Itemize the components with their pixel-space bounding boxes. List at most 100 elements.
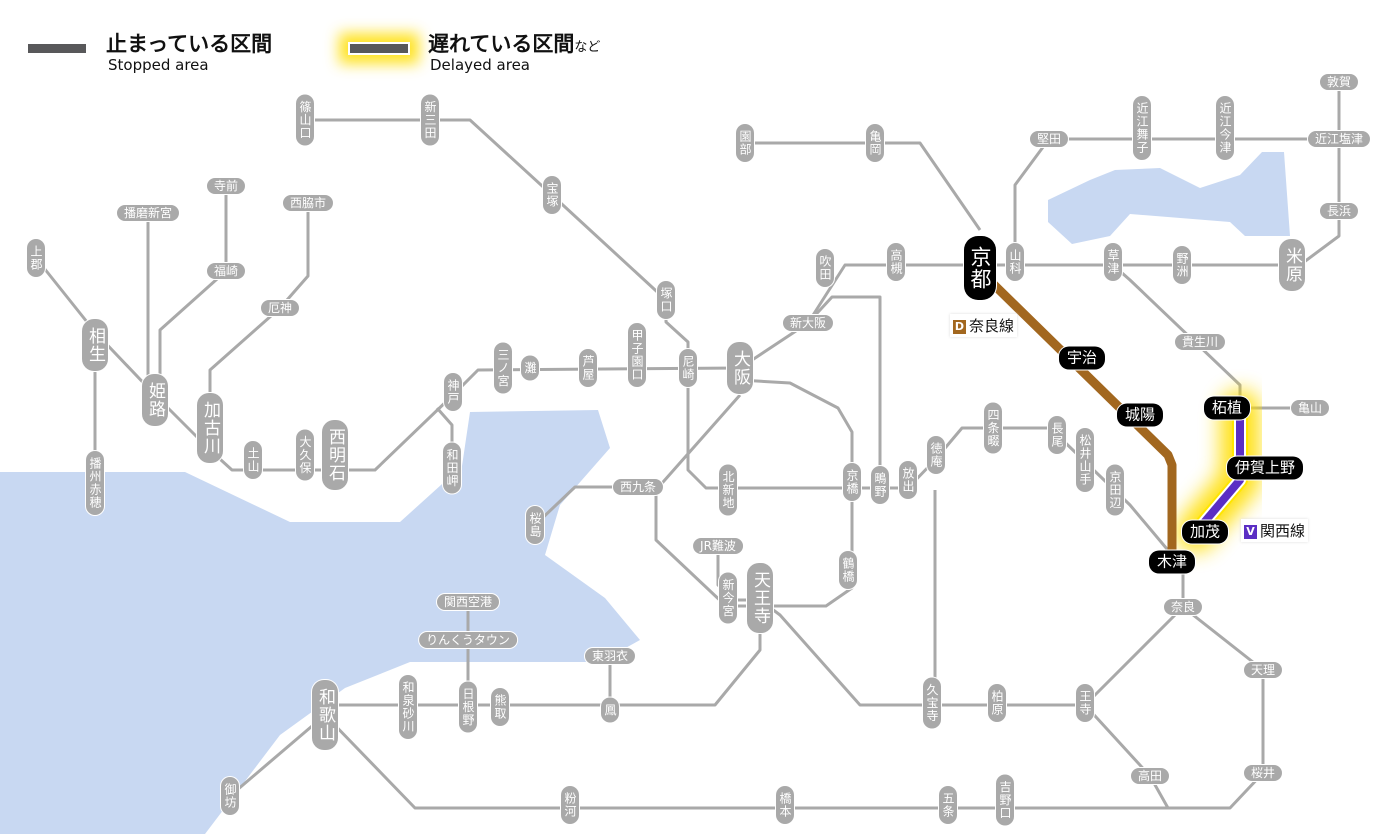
stopped-label-jp: 止まっている区間 xyxy=(106,32,273,56)
station-31[interactable]: 山科 xyxy=(1006,243,1024,281)
station-54[interactable]: JR難波 xyxy=(693,538,743,554)
station-39[interactable]: 草津 xyxy=(1104,243,1122,281)
station-32[interactable]: 堅田 xyxy=(1029,131,1069,147)
station-71[interactable]: 高田 xyxy=(1130,768,1170,784)
station-1[interactable]: 新三田 xyxy=(421,94,439,146)
station-52[interactable]: 松井山手 xyxy=(1076,428,1094,492)
station-41[interactable]: 貴生川 xyxy=(1174,334,1226,350)
station-7[interactable]: 福崎 xyxy=(206,263,246,279)
line-name: 奈良線 xyxy=(969,317,1015,335)
station-21[interactable]: 甲子園口 xyxy=(628,323,646,387)
water xyxy=(0,152,1290,834)
stopped-label-en: Stopped area xyxy=(108,56,209,74)
station-75[interactable]: 橋本 xyxy=(776,786,794,824)
station-56[interactable]: 天王寺 xyxy=(747,563,773,633)
station-67[interactable]: 柏原 xyxy=(988,684,1006,722)
station-63[interactable]: 日根野 xyxy=(459,681,477,733)
station-51[interactable]: 長尾 xyxy=(1048,416,1066,454)
station-79[interactable]: 城陽 xyxy=(1116,403,1164,427)
station-57[interactable]: 鶴橋 xyxy=(839,551,857,589)
station-13[interactable]: 大久保 xyxy=(296,429,314,481)
station-8[interactable]: 相生 xyxy=(82,319,108,371)
station-82[interactable]: 伊賀上野 xyxy=(1226,456,1304,480)
station-23[interactable]: 大阪 xyxy=(727,342,753,394)
station-36[interactable]: 敦賀 xyxy=(1319,74,1359,90)
station-33[interactable]: 近江舞子 xyxy=(1133,96,1151,160)
station-24[interactable]: 塚口 xyxy=(657,281,675,319)
station-59[interactable]: りんくうタウン xyxy=(419,632,517,648)
station-35[interactable]: 近江塩津 xyxy=(1307,131,1371,147)
station-43[interactable]: 西九条 xyxy=(612,479,664,495)
station-55[interactable]: 新今宮 xyxy=(719,572,737,624)
station-44[interactable]: 桜島 xyxy=(526,506,544,544)
station-25[interactable]: 新大阪 xyxy=(782,315,834,331)
station-15[interactable]: 神戸 xyxy=(444,373,462,411)
station-27[interactable]: 高槻 xyxy=(887,243,905,281)
station-3[interactable]: 播磨新宮 xyxy=(116,205,180,221)
station-28[interactable]: 園部 xyxy=(736,124,754,162)
station-49[interactable]: 徳庵 xyxy=(927,436,945,474)
station-50[interactable]: 四条畷 xyxy=(984,402,1002,454)
station-14[interactable]: 西明石 xyxy=(322,420,348,490)
station-4[interactable]: 寺前 xyxy=(206,178,246,194)
station-30[interactable]: 京都 xyxy=(964,236,996,300)
station-77[interactable]: 吉野口 xyxy=(996,774,1014,826)
station-37[interactable]: 長浜 xyxy=(1319,203,1359,219)
station-65[interactable]: 和歌山 xyxy=(312,680,338,750)
station-0[interactable]: 篠山口 xyxy=(296,94,314,146)
station-46[interactable]: 京橋 xyxy=(843,463,861,501)
station-42[interactable]: 亀山 xyxy=(1290,400,1330,416)
station-78[interactable]: 宇治 xyxy=(1058,346,1106,370)
station-72[interactable]: 桜井 xyxy=(1243,765,1283,781)
station-58[interactable]: 関西空港 xyxy=(436,594,500,610)
station-5[interactable]: 西脇市 xyxy=(282,195,334,211)
station-48[interactable]: 放出 xyxy=(899,461,917,499)
station-16[interactable]: 和田岬 xyxy=(443,442,461,494)
station-68[interactable]: 王寺 xyxy=(1076,684,1094,722)
station-22[interactable]: 尼崎 xyxy=(679,349,697,387)
osaka-bay xyxy=(0,410,640,834)
station-11[interactable]: 加古川 xyxy=(197,393,223,463)
station-12[interactable]: 土山 xyxy=(244,441,262,479)
station-70[interactable]: 天理 xyxy=(1243,662,1283,678)
station-61[interactable]: 鳳 xyxy=(601,697,619,723)
station-34[interactable]: 近江今津 xyxy=(1216,96,1234,160)
lake-biwa xyxy=(1048,152,1290,244)
station-2[interactable]: 宝塚 xyxy=(543,176,561,214)
station-73[interactable]: 御坊 xyxy=(221,777,239,815)
station-18[interactable]: 三ノ宮 xyxy=(494,342,512,394)
line-code-badge: D xyxy=(953,320,966,334)
station-83[interactable]: 加茂 xyxy=(1181,520,1229,544)
station-74[interactable]: 粉河 xyxy=(561,786,579,824)
station-10[interactable]: 厄神 xyxy=(260,300,300,316)
delayed-label-jp: 遅れている区間など xyxy=(428,32,601,56)
delayed-label-en: Delayed area xyxy=(430,56,530,74)
station-40[interactable]: 野洲 xyxy=(1173,246,1191,284)
station-20[interactable]: 芦屋 xyxy=(579,349,597,387)
line-name: 関西線 xyxy=(1260,522,1306,540)
delayed-swatch xyxy=(348,42,410,55)
station-19[interactable]: 灘 xyxy=(521,355,539,381)
station-26[interactable]: 吹田 xyxy=(816,249,834,287)
station-60[interactable]: 東羽衣 xyxy=(584,648,636,664)
delayed-kansai-line xyxy=(1176,390,1260,552)
station-6[interactable]: 上郡 xyxy=(27,239,45,277)
bottom-left-water xyxy=(0,770,62,834)
station-29[interactable]: 亀岡 xyxy=(866,124,884,162)
station-76[interactable]: 五条 xyxy=(939,786,957,824)
station-80[interactable]: 木津 xyxy=(1148,550,1196,574)
station-17[interactable]: 播州赤穂 xyxy=(86,451,104,515)
station-66[interactable]: 久宝寺 xyxy=(923,677,941,729)
station-9[interactable]: 姫路 xyxy=(142,374,168,426)
station-38[interactable]: 米原 xyxy=(1279,239,1305,291)
line-code-badge: V xyxy=(1244,525,1257,539)
station-64[interactable]: 熊取 xyxy=(491,688,509,726)
station-62[interactable]: 和泉砂川 xyxy=(399,675,417,739)
station-69[interactable]: 奈良 xyxy=(1163,599,1203,615)
station-53[interactable]: 京田辺 xyxy=(1106,464,1124,516)
station-81[interactable]: 柘植 xyxy=(1203,396,1251,420)
station-47[interactable]: 鴫野 xyxy=(871,466,889,504)
station-45[interactable]: 北新地 xyxy=(719,464,737,516)
